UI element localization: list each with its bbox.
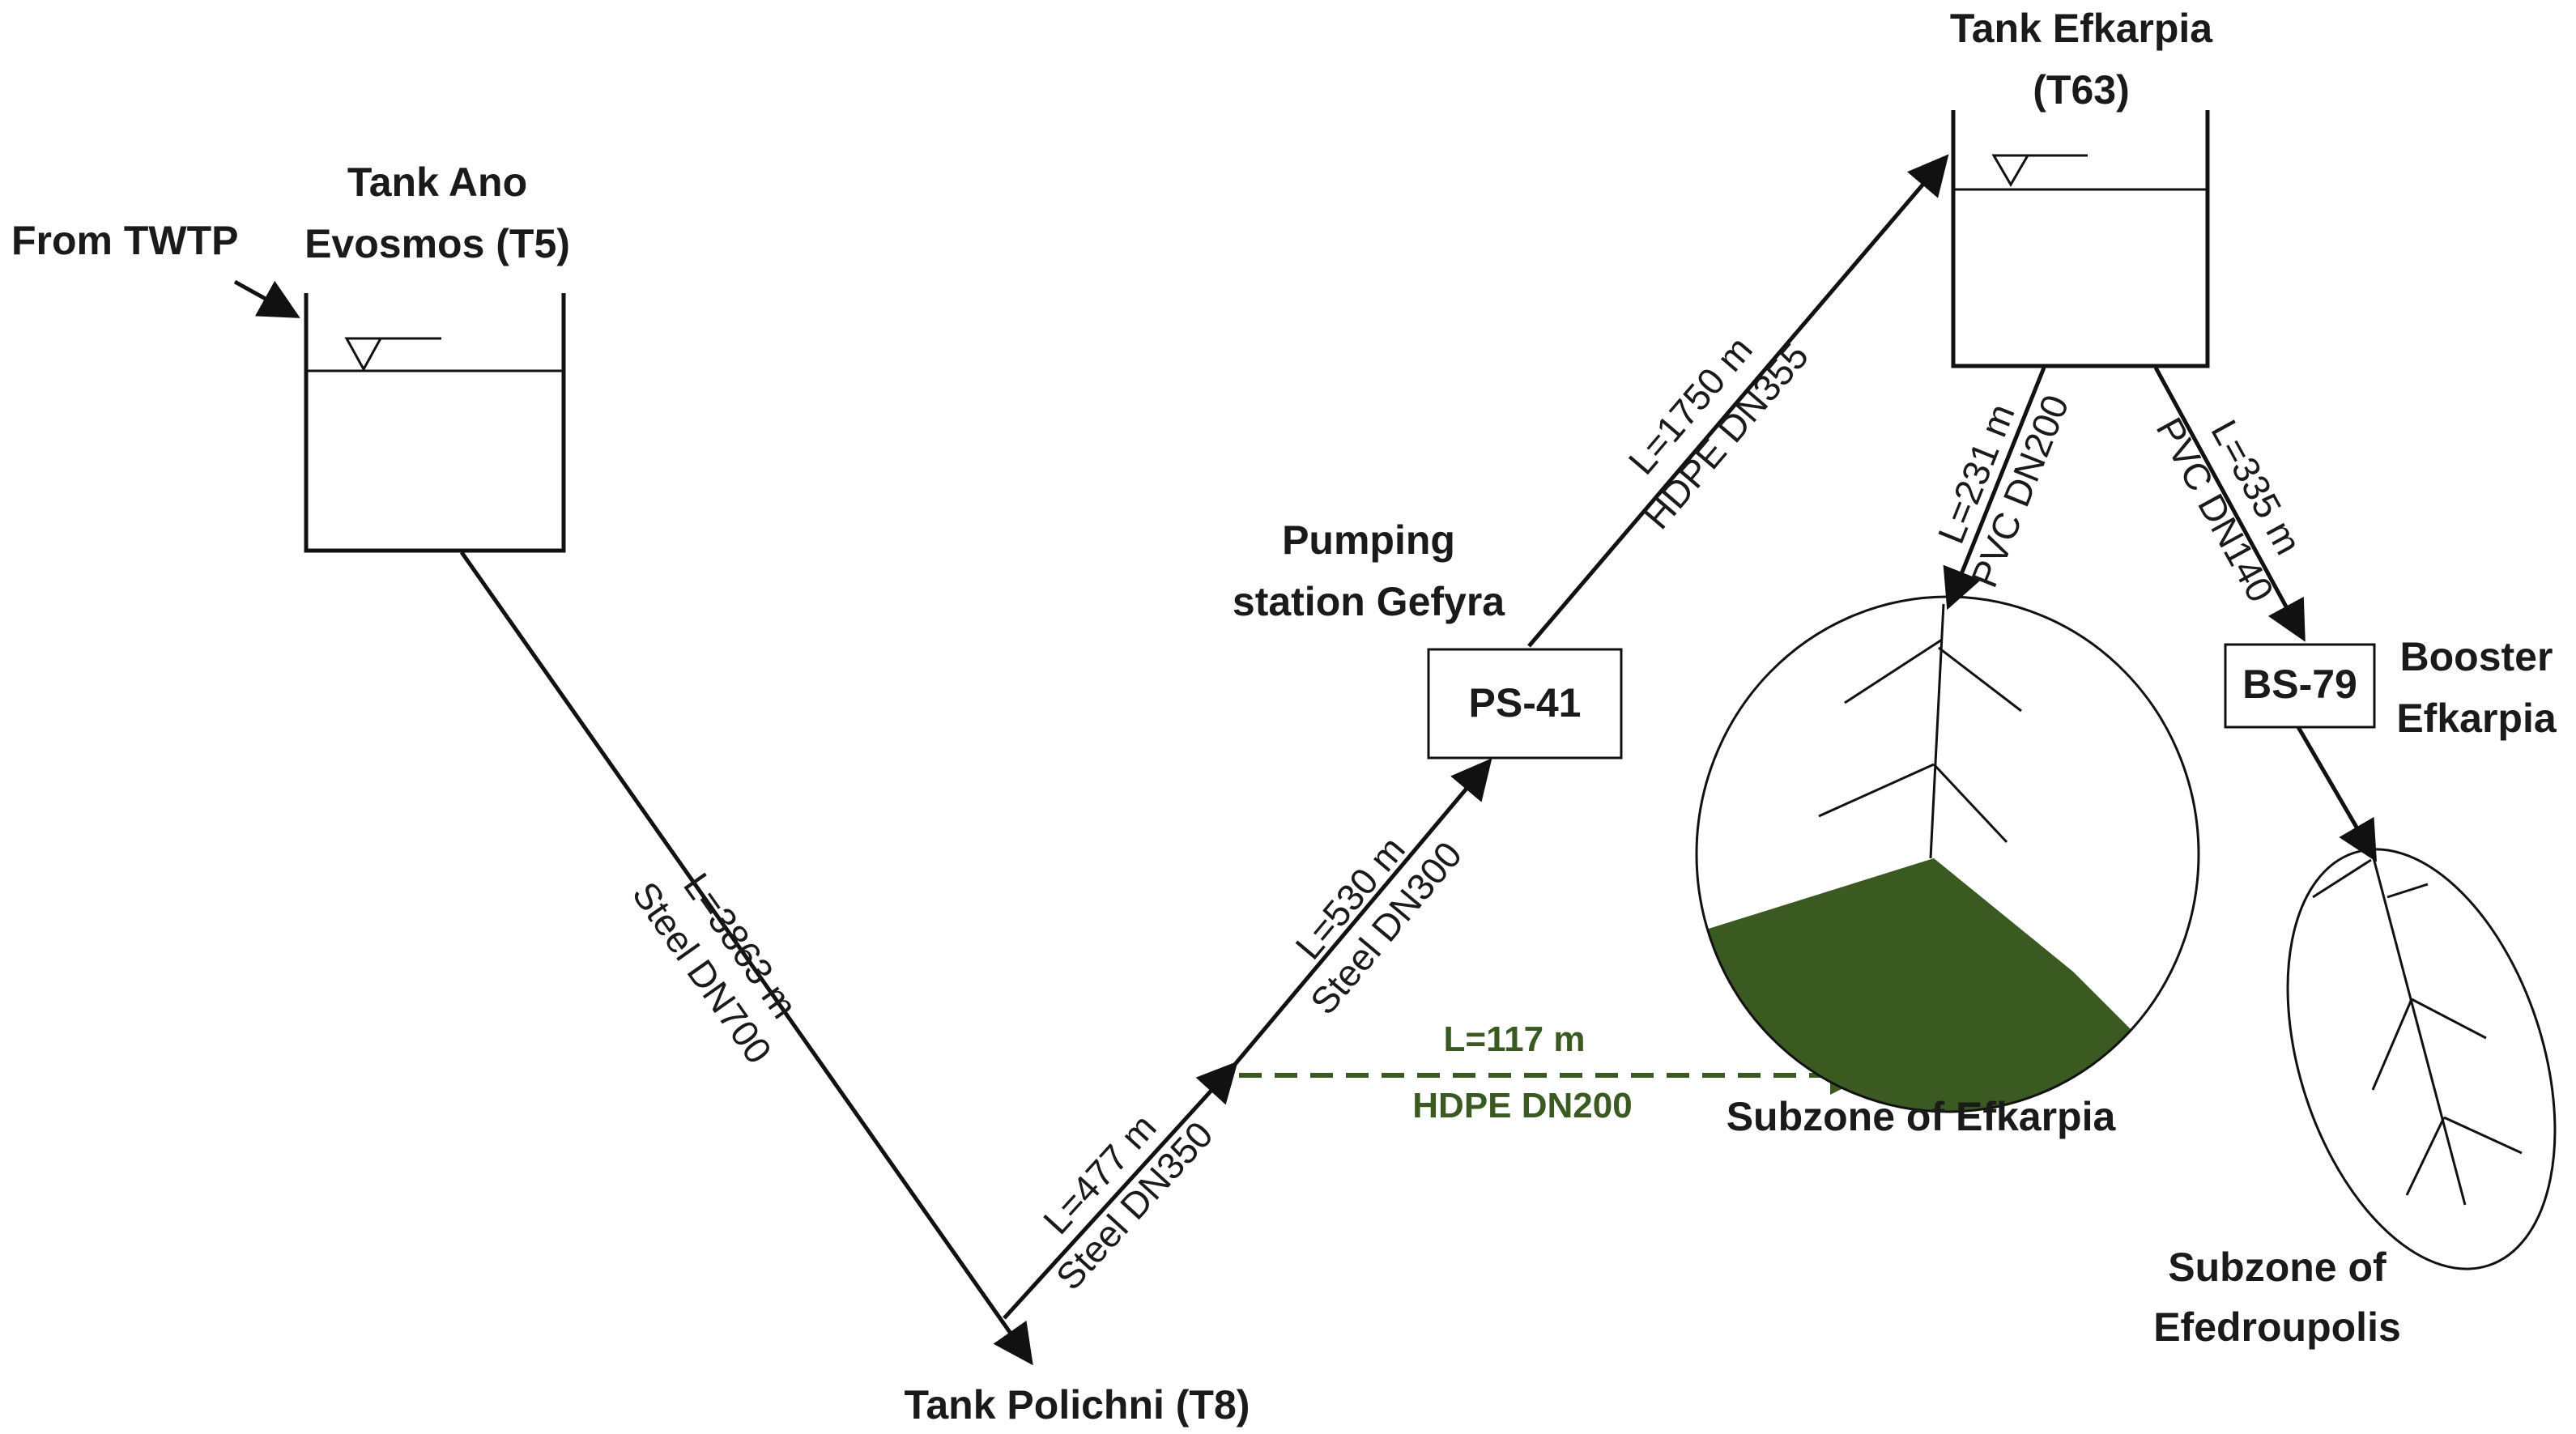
subzone-efedroupolis-label-line1: Subzone of	[2168, 1245, 2387, 1290]
pipe-junction-ps41	[1231, 758, 1492, 1069]
water-level-triangle-icon	[344, 337, 441, 372]
pipe-t5-t8-labels: L=3863 m Steel DN700	[624, 866, 806, 1071]
pipe-t63-bs79-labels: L=335 m PVC DN140	[2148, 411, 2310, 609]
tank-t63-title-line1: Tank Efkarpia	[1950, 6, 2213, 51]
ps41-label: PS-41	[1469, 680, 1582, 726]
inflow-arrow-icon	[233, 279, 300, 318]
new-pipe-length: L=117 m	[1444, 1019, 1586, 1059]
tank-t63	[1951, 110, 2210, 368]
branch-network-icon	[2312, 854, 2523, 1206]
pipe-t63-bs79	[2153, 366, 2306, 642]
tank-t8-label: Tank Polichni (T8)	[905, 1382, 1250, 1428]
water-level-triangle-icon	[1991, 154, 2088, 187]
pipe-ps41-t63	[1527, 154, 1949, 648]
subzone-efedroupolis-label-line2: Efedroupolis	[2153, 1304, 2401, 1350]
ps-title-line2: station Gefyra	[1233, 579, 1505, 624]
pipe-ps41-t63-labels: L=1750 m HDPE DN355	[1620, 328, 1817, 537]
subzone-efkarpia-shape	[1695, 595, 2200, 1113]
pipe-t8-junction	[1003, 1061, 1238, 1320]
ps41-box	[1427, 648, 1623, 760]
tank-t63-title-line2: (T63)	[2033, 67, 2129, 113]
branch-network-icon	[1818, 603, 2022, 859]
new-pipe-material: HDPE DN200	[1412, 1086, 1632, 1125]
ps-title-line1: Pumping	[1282, 517, 1455, 563]
tank-t5-title-line2: Evosmos (T5)	[304, 221, 570, 266]
booster-title-line2: Efkarpia	[2396, 696, 2557, 741]
source-label-twtp: From TWTP	[11, 218, 239, 263]
tank-t5	[304, 293, 566, 553]
subzone-efkarpia-fill	[1697, 858, 2199, 1112]
pipe-t63-subzone-efkarpia	[1943, 367, 2046, 611]
subzone-efkarpia-label: Subzone of Efkarpia	[1727, 1094, 2117, 1139]
pipe-bs79-subzone-efedroupolis	[2296, 726, 2378, 862]
booster-title-line1: Booster	[2400, 634, 2553, 679]
tank-t5-title-line1: Tank Ano	[347, 160, 527, 205]
bs79-box	[2224, 643, 2376, 729]
bs79-label: BS-79	[2242, 662, 2357, 707]
pipe-t8-junction-labels: L=477 m Steel DN350	[1035, 1106, 1221, 1298]
subzone-efedroupolis-shape	[2286, 848, 2557, 1270]
pipe-t5-t8	[459, 551, 1033, 1366]
